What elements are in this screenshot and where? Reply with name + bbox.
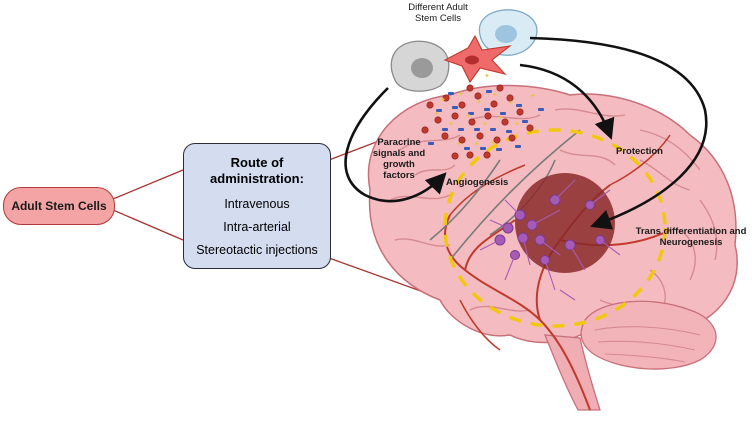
adult-stem-cells-label: Adult Stem Cells [11, 199, 107, 213]
svg-text:✦: ✦ [482, 120, 488, 128]
protection-label: Protection [616, 146, 663, 157]
svg-text:✦: ✦ [508, 99, 514, 107]
adult-stem-cells-pill: Adult Stem Cells [3, 187, 115, 225]
svg-text:✦: ✦ [466, 112, 472, 120]
svg-text:✦: ✦ [492, 91, 498, 99]
arrow-to-angiogenesis [344, 87, 447, 203]
neuron-dendrites [479, 179, 621, 301]
svg-text:✦: ✦ [530, 92, 536, 100]
route-of-administration-box: Route of administration: Intravenous Int… [183, 143, 331, 269]
different-stem-cells-line2: Stem Cells [415, 12, 461, 24]
dashed-region [443, 128, 667, 328]
route-title-line1: Route of [230, 155, 284, 170]
route-title-line2: administration: [210, 170, 304, 186]
arrows [344, 36, 708, 230]
paracrine-line3: growth [383, 158, 415, 170]
svg-text:✦: ✦ [458, 90, 464, 98]
paracrine-line2: signals and [372, 147, 426, 159]
route-intra-arterial: Intra-arterial [223, 220, 291, 235]
svg-text:✦: ✦ [456, 140, 462, 148]
svg-text:✦: ✦ [490, 139, 496, 147]
svg-text:✦: ✦ [440, 96, 446, 104]
trans-line1: Trans differentiation and [635, 226, 747, 237]
angiogenesis-label: Angiogenesis [446, 177, 509, 188]
lesion-area [515, 173, 615, 273]
svg-text:✦: ✦ [498, 114, 504, 122]
paracrine-line1: Paracrine [377, 137, 421, 148]
different-stem-cells-label: Different Adult Stem Cells [393, 2, 483, 25]
route-stereotactic: Stereotactic injections [196, 243, 318, 258]
trans-line2: Neurogenesis [659, 236, 723, 248]
arrow-to-protection [519, 63, 615, 140]
stem-cells [390, 9, 538, 92]
svg-text:✦: ✦ [434, 110, 440, 118]
arrow-to-neurogenesis [529, 36, 708, 230]
svg-text:✦: ✦ [476, 98, 482, 106]
paracrine-label: Paracrine signals and growth factors [368, 137, 430, 182]
svg-text:✦: ✦ [514, 120, 520, 128]
svg-text:✦: ✦ [484, 72, 490, 80]
trans-differentiation-label: Trans differentiation and Neurogenesis [630, 226, 752, 249]
route-intravenous: Intravenous [224, 197, 290, 212]
route-title: Route of administration: [184, 155, 330, 186]
svg-text:✦: ✦ [474, 140, 480, 148]
svg-text:✦: ✦ [448, 120, 454, 128]
different-stem-cells-line1: Different Adult [408, 2, 468, 13]
connector-line-bottom [112, 209, 184, 241]
paracrine-particles: ✦✦✦✦ ✦✦✦✦ ✦✦✦✦ ✦✦✦✦ [421, 72, 544, 160]
paracrine-line4: factors [383, 169, 415, 181]
connector-line-top [112, 169, 184, 200]
